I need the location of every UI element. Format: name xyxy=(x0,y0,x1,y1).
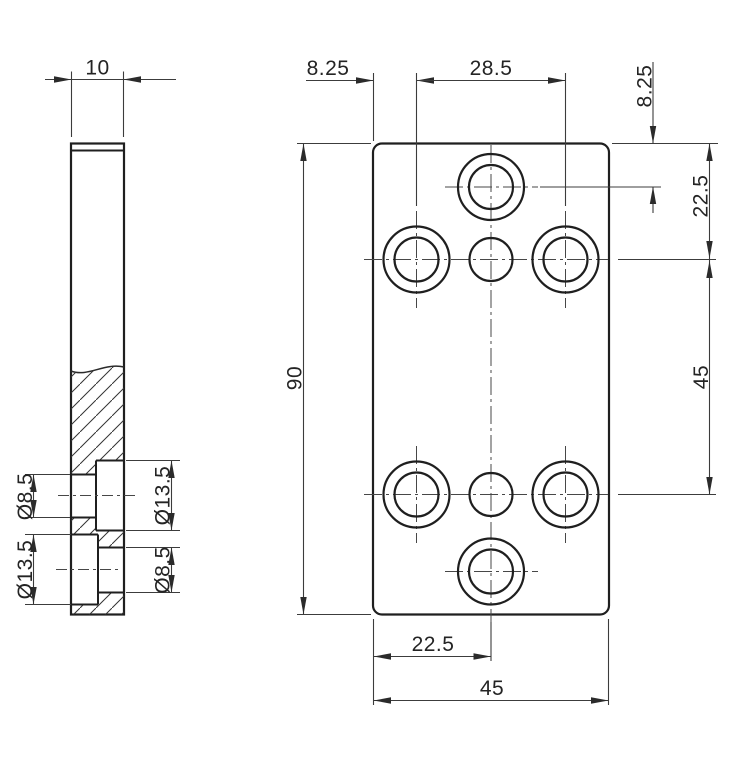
dim-row-spacing: 45 xyxy=(690,260,713,495)
dim-column-spacing-label: 28.5 xyxy=(470,57,513,80)
row1-left-counterbored-hole xyxy=(382,225,451,294)
bottom-counterbored-hole xyxy=(456,537,526,606)
dim-plate-height-label: 90 xyxy=(284,366,307,390)
upper-counterbore-edges xyxy=(71,459,124,532)
dim-top-edge-to-first-row: 22.5 xyxy=(690,143,713,495)
dim-upper-hole-small-label: Ø8.5 xyxy=(14,473,37,521)
row2-left-counterbored-hole xyxy=(382,460,451,529)
dim-column-spacing: 28.5 xyxy=(416,57,566,84)
dim-upper-hole-bore-label: Ø13.5 xyxy=(152,466,175,526)
dim-row-spacing-label: 45 xyxy=(690,365,713,389)
dim-lower-hole-small-label: Ø8.5 xyxy=(152,546,175,594)
side-view: 10 Ø8.5 Ø13.5 Ø13.5 Ø8.5 xyxy=(14,57,180,616)
dim-top-edge-to-first-row-label: 22.5 xyxy=(690,175,713,218)
dim-edge-to-column-label: 8.25 xyxy=(307,57,350,80)
dim-thickness: 10 xyxy=(45,57,176,137)
lower-counterbore-edges xyxy=(71,533,124,606)
dim-plate-width-label: 45 xyxy=(480,677,504,700)
dim-lower-hole-bore: Ø13.5 xyxy=(14,533,71,606)
dim-lower-hole-bore-label: Ø13.5 xyxy=(14,540,37,600)
row1-center-through-hole xyxy=(468,236,514,283)
dim-upper-hole-small: Ø8.5 xyxy=(14,473,70,521)
dim-edge-to-column: 8.25 xyxy=(306,57,434,84)
top-counterbored-hole xyxy=(456,152,526,222)
dim-bottom-hole-offset: 22.5 xyxy=(373,633,491,660)
dim-top-edge-to-top-hole: 8.25 xyxy=(634,62,657,213)
dim-plate-width: 45 xyxy=(373,677,609,704)
dim-upper-hole-bore: Ø13.5 xyxy=(126,459,180,532)
dim-top-edge-to-top-hole-label: 8.25 xyxy=(634,65,657,108)
row2-center-through-hole xyxy=(468,471,514,518)
dim-thickness-label: 10 xyxy=(85,57,109,80)
dim-lower-hole-small: Ø8.5 xyxy=(126,546,180,594)
dim-bottom-hole-offset-label: 22.5 xyxy=(412,633,455,656)
front-view: 8.25 28.5 8.25 22.5 45 xyxy=(284,57,718,705)
row1-right-counterbored-hole xyxy=(531,225,600,294)
row2-right-counterbored-hole xyxy=(531,460,600,529)
dim-plate-height: 90 xyxy=(284,143,307,615)
section-hatching xyxy=(71,366,124,615)
extension-lines xyxy=(297,73,718,705)
